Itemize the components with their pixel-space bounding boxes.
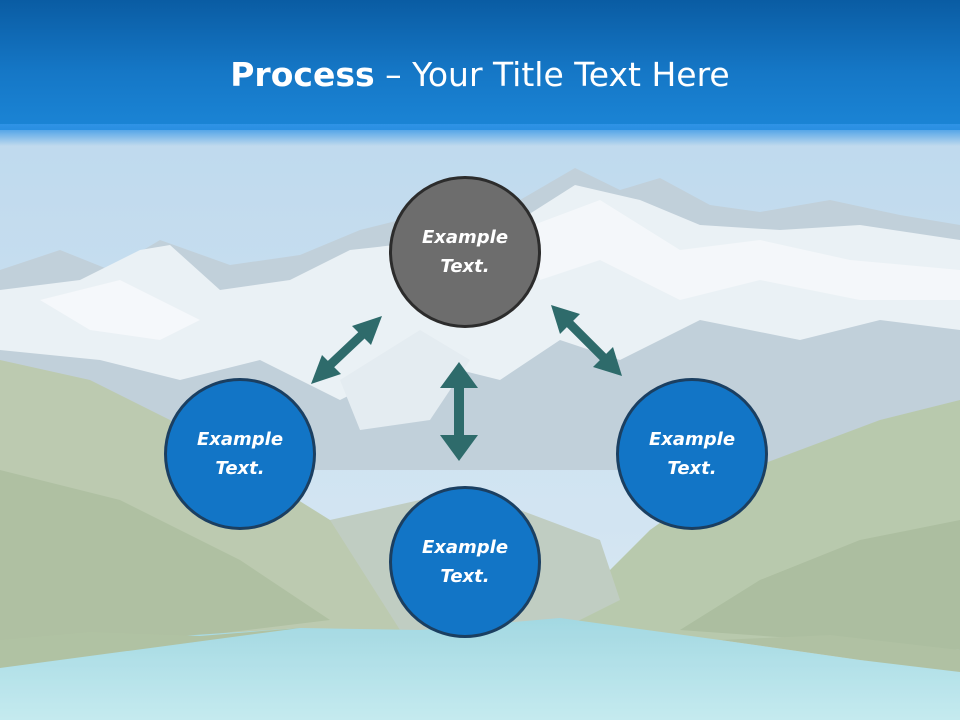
arrow-top-right (551, 305, 622, 376)
process-node-top[interactable]: Example Text. (389, 176, 541, 328)
title-bold: Process (230, 55, 375, 94)
process-node-bottom-label: Example Text. (421, 537, 509, 587)
title-bar (0, 0, 960, 130)
process-node-right[interactable]: Example Text. (616, 378, 768, 530)
process-node-top-label: Example Text. (421, 227, 509, 277)
process-node-left-label: Example Text. (196, 429, 284, 479)
arrow-top-bottom (440, 362, 478, 461)
title-bar-glow (0, 124, 960, 146)
process-node-left[interactable]: Example Text. (164, 378, 316, 530)
arrow-left-top (311, 316, 382, 384)
slide-title: Process – Your Title Text Here (0, 52, 960, 98)
title-rest: – Your Title Text Here (374, 55, 730, 94)
process-node-bottom[interactable]: Example Text. (389, 486, 541, 638)
process-node-right-label: Example Text. (648, 429, 736, 479)
